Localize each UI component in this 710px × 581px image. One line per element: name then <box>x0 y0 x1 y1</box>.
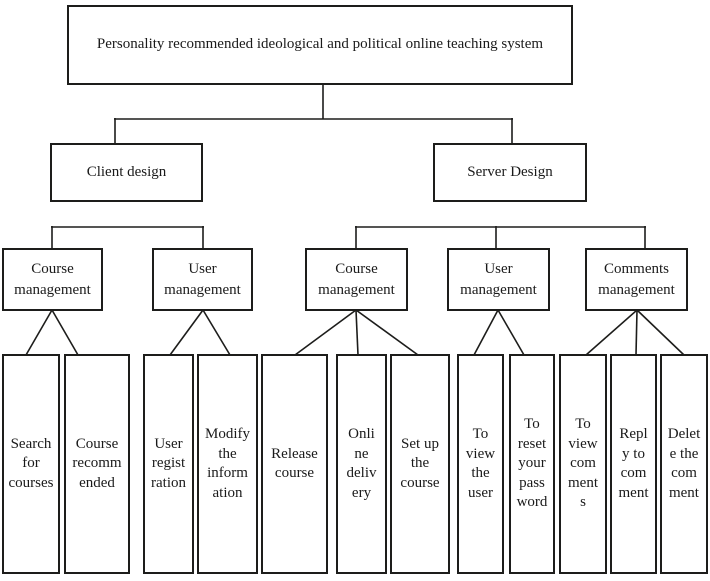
node-client-design: Client design <box>50 143 203 202</box>
node-online-delivery: Onli ne deliv ery <box>336 354 387 574</box>
node-modify-the-information: Modify the inform ation <box>197 354 258 574</box>
node-to-reset-your-password: To reset your pass word <box>509 354 555 574</box>
node-reply-to-comment: Repl y to com ment <box>610 354 657 574</box>
node-server-user-management: User management <box>447 248 550 311</box>
node-delete-the-comment: Delet e the com ment <box>660 354 708 574</box>
node-user-registration: User regist ration <box>143 354 194 574</box>
node-course-recommended: Course recomm ended <box>64 354 130 574</box>
node-to-view-comments: To view com ment s <box>559 354 607 574</box>
node-comments-management: Comments management <box>585 248 688 311</box>
node-to-view-the-user: To view the user <box>457 354 504 574</box>
node-server-course-management: Course management <box>305 248 408 311</box>
node-server-design: Server Design <box>433 143 587 202</box>
node-client-course-management: Course management <box>2 248 103 311</box>
node-release-course: Release course <box>261 354 328 574</box>
node-root-title: Personality recommended ideological and … <box>67 5 573 85</box>
node-set-up-the-course: Set up the course <box>390 354 450 574</box>
node-client-user-management: User management <box>152 248 253 311</box>
node-search-for-courses: Search for courses <box>2 354 60 574</box>
